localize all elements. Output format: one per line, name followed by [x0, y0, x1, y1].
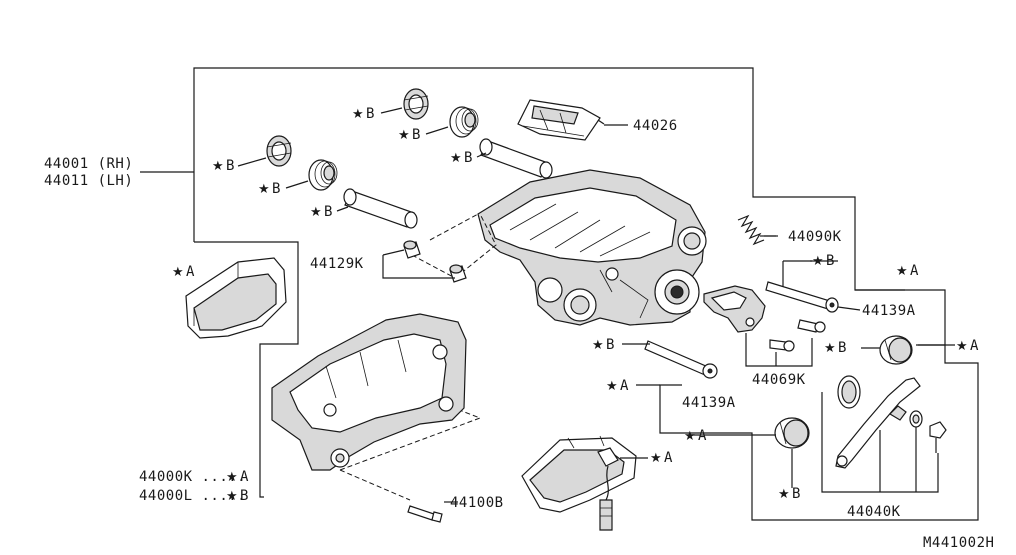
mark-star: ★ [258, 182, 270, 197]
mark-star: ★ [606, 379, 618, 394]
lever-bracket [703, 285, 766, 333]
o-ring-seal [837, 375, 861, 409]
mark-star: ★ [778, 487, 790, 502]
brake-pad-inner [521, 435, 637, 513]
mark-star: ★ [450, 151, 462, 166]
leader-44129k [382, 249, 455, 279]
mark-star: ★ [650, 451, 662, 466]
mark-star: ★ [956, 339, 968, 354]
mark-star: ★ [310, 205, 322, 220]
diagram-code: M441002H [923, 535, 994, 551]
bellows-boot-right [449, 106, 479, 138]
mark-star: ★ [226, 489, 238, 504]
dust-cap-lower [774, 417, 810, 449]
mark-b: B [272, 181, 281, 197]
brake-pad-outer [185, 257, 287, 339]
return-spring [737, 214, 776, 246]
dashed-guides [339, 213, 497, 501]
parking-lever [835, 377, 921, 469]
label-44011: 44011 (LH) [44, 173, 133, 189]
small-bolt-lower [769, 339, 795, 352]
label-44139a-upper: 44139A [862, 303, 916, 319]
bleeder-cap-lower [449, 264, 467, 283]
mark-b: B [324, 204, 333, 220]
label-44000l: 44000L ..... [139, 488, 246, 504]
mark-a: A [186, 264, 195, 280]
wear-sensor [597, 447, 619, 531]
mark-star: ★ [896, 264, 908, 279]
mark-b: B [366, 106, 375, 122]
mounting-bolt [407, 505, 443, 523]
mark-star: ★ [172, 265, 184, 280]
lever-nut [929, 421, 947, 453]
mark-a: A [620, 378, 629, 394]
mark-a: A [698, 428, 707, 444]
washer [909, 410, 923, 428]
caliper-body [477, 169, 707, 326]
small-bolt-upper [797, 319, 826, 333]
mark-b: B [838, 340, 847, 356]
torque-member [271, 313, 467, 471]
label-44026: 44026 [633, 118, 678, 134]
mark-star: ★ [226, 470, 238, 485]
dust-cap-upper [879, 335, 913, 365]
star-labels: ★ B ★ B ★ B ★ B ★ B ★ B ★ A ★ B ★ A ★ B … [172, 106, 979, 504]
mark-star: ★ [812, 254, 824, 269]
mark-b: B [826, 253, 835, 269]
leader-44040k [821, 392, 939, 493]
mark-a: A [910, 263, 919, 279]
label-44040k: 44040K [847, 504, 901, 520]
pin-boot-upper-left [266, 135, 292, 167]
leader-44139a-upper [782, 260, 812, 287]
mark-a: A [240, 469, 249, 485]
mark-star: ★ [212, 159, 224, 174]
mark-star: ★ [824, 341, 836, 356]
label-leaders [237, 107, 955, 488]
mark-star: ★ [592, 338, 604, 353]
label-44129k: 44129K [310, 256, 364, 272]
label-44000k: 44000K ..... [139, 469, 246, 485]
mark-star: ★ [684, 429, 696, 444]
pin-boot-upper-right [403, 88, 429, 120]
mark-star: ★ [398, 128, 410, 143]
mark-b: B [464, 150, 473, 166]
mark-star: ★ [352, 107, 364, 122]
label-44139a-lower: 44139A [682, 395, 736, 411]
mark-b: B [792, 486, 801, 502]
guide-pin-lower [644, 340, 718, 379]
mark-b: B [606, 337, 615, 353]
mark-a: A [664, 450, 673, 466]
pad-clip [517, 99, 605, 141]
label-44069k: 44069K [752, 372, 806, 388]
bleeder-cap-upper [403, 240, 421, 259]
mark-b: B [240, 488, 249, 504]
mark-b: B [226, 158, 235, 174]
label-44090k: 44090K [788, 229, 842, 245]
guide-pin-upper [765, 281, 839, 313]
label-44001: 44001 (RH) [44, 156, 133, 172]
mark-a: A [970, 338, 979, 354]
label-44100b: 44100B [450, 495, 504, 511]
bellows-boot-left [308, 159, 338, 191]
sleeve-right [479, 138, 553, 179]
sleeve-left [343, 188, 418, 229]
part-number-labels: 44001 (RH) 44011 (LH) 44026 44090K 44129… [44, 118, 994, 551]
mark-b: B [412, 127, 421, 143]
leader-44069k [745, 333, 813, 367]
